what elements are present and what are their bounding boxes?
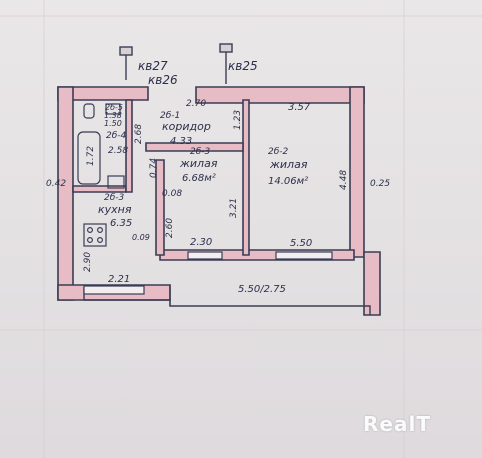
flat-label-kv26: кв26 bbox=[148, 73, 178, 87]
room-corridor-area: 4.33 bbox=[170, 136, 192, 147]
kitchen-sink bbox=[107, 175, 125, 189]
room-small-area: 6.68м² bbox=[182, 173, 216, 184]
dim-big-room-v: 4.48 bbox=[339, 170, 349, 190]
dim-kitchen-h: 0.09 bbox=[132, 233, 150, 242]
dim-corr-v2: 1.23 bbox=[233, 110, 243, 130]
windows bbox=[83, 251, 333, 295]
dim-bath: 1.50 bbox=[104, 119, 122, 128]
wall-right-lower bbox=[363, 251, 381, 316]
wall-bath bbox=[72, 185, 127, 193]
wall-right bbox=[349, 86, 365, 258]
room-bath-wc-area: 1.38 bbox=[104, 111, 122, 120]
dim-left-outer: 2.90 bbox=[83, 252, 93, 272]
fixtures bbox=[77, 103, 125, 247]
room-bath-area: 2.58 bbox=[108, 146, 128, 156]
room-big-area: 14.06м² bbox=[268, 176, 308, 187]
room-big-name: жилая bbox=[269, 158, 308, 171]
dim-kitchen-v: 2.60 bbox=[165, 218, 175, 238]
dim-bath-v: 1.72 bbox=[86, 146, 96, 166]
wall-inner-1 bbox=[242, 99, 250, 256]
room-kitchen-area: 6.35 bbox=[110, 218, 132, 229]
window-kitchen bbox=[83, 285, 145, 295]
labels: кв27 кв26 кв25 2.70 3.57 2б-5 1.38 1.50 … bbox=[46, 59, 390, 295]
stove bbox=[83, 223, 107, 247]
dim-small-room-v: 3.21 bbox=[229, 198, 239, 218]
dim-kitchen-wall: 0.08 bbox=[162, 189, 182, 199]
room-small-code: 2б-3 bbox=[190, 147, 211, 157]
bathtub bbox=[77, 131, 101, 185]
flat-markers bbox=[119, 43, 233, 84]
dim-top-right: 3.57 bbox=[288, 102, 311, 113]
sink bbox=[105, 103, 121, 115]
marker-kv27 bbox=[119, 46, 133, 56]
toilet bbox=[83, 103, 95, 119]
room-big-code: 2б-2 bbox=[268, 147, 289, 157]
room-bath-wc-code: 2б-5 bbox=[105, 103, 123, 112]
wall-corridor bbox=[145, 142, 244, 152]
room-small-name: жилая bbox=[179, 157, 218, 170]
room-bath-code: 2б-4 bbox=[106, 131, 127, 141]
dim-small-room-w: 2.30 bbox=[190, 237, 212, 248]
dim-balcony: 5.50/2.75 bbox=[238, 284, 286, 295]
dim-right-wall: 0.25 bbox=[370, 179, 390, 189]
dim-big-room-w: 5.50 bbox=[290, 238, 312, 249]
dim-corr-v1: 2.68 bbox=[134, 124, 144, 144]
room-kitchen-code: 2б-3 bbox=[104, 193, 125, 203]
room-corridor-code: 2б-1 bbox=[160, 111, 180, 121]
room-corridor-name: коридор bbox=[162, 120, 211, 133]
wall-inner-2 bbox=[155, 159, 165, 256]
window-big-room bbox=[275, 251, 333, 260]
dim-top-corridor: 2.70 bbox=[186, 99, 206, 109]
wall-top-right bbox=[195, 86, 365, 104]
flat-label-kv25: кв25 bbox=[228, 59, 258, 73]
marker-kv25 bbox=[219, 43, 233, 53]
wall-bath-v bbox=[125, 99, 133, 193]
dim-left-wall: 0.42 bbox=[46, 179, 66, 189]
dim-partition-v: 0.74 bbox=[149, 158, 159, 178]
watermark-logo: RealT bbox=[363, 412, 431, 436]
flat-label-kv27: кв27 bbox=[138, 59, 168, 73]
wall-left bbox=[57, 86, 74, 301]
room-kitchen-name: кухня bbox=[98, 203, 132, 216]
window-small-room bbox=[187, 251, 223, 260]
dim-kitchen-w: 2.21 bbox=[108, 274, 130, 285]
balcony bbox=[83, 285, 371, 315]
